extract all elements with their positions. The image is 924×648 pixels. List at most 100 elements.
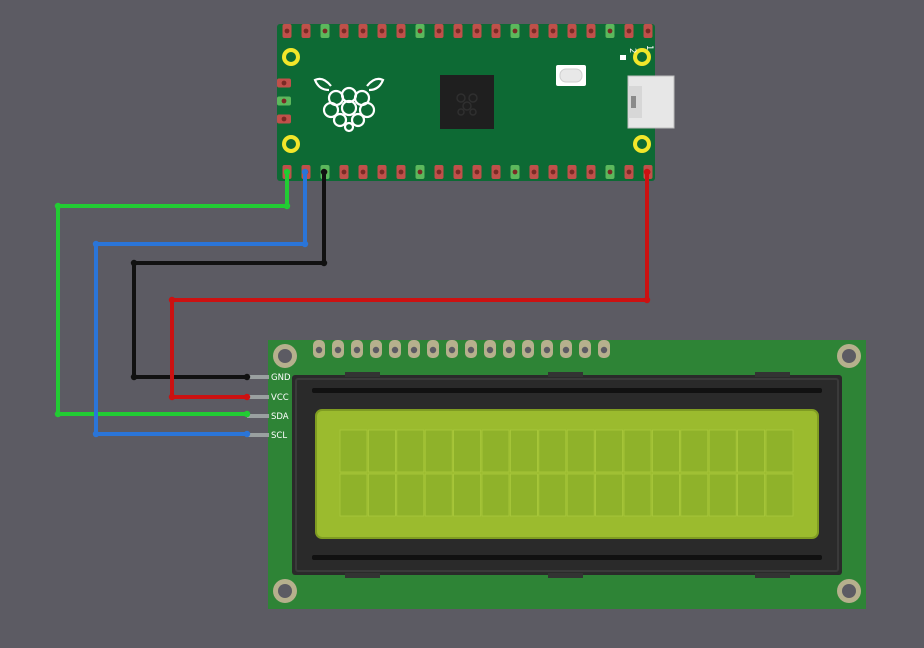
- pico-pin-pad[interactable]: [529, 24, 539, 38]
- lcd-character-cell: [680, 473, 709, 517]
- mount-hole-icon: [282, 135, 300, 153]
- pico-pin-pad[interactable]: [434, 165, 444, 179]
- mount-hole-icon: [633, 135, 651, 153]
- pico-pin-pad[interactable]: [377, 165, 387, 179]
- lcd-pin-gnd[interactable]: GND: [247, 373, 291, 383]
- pico-pin-pad[interactable]: [282, 24, 292, 38]
- lcd-character-cell: [481, 429, 510, 473]
- pico-pin-pad[interactable]: [472, 24, 482, 38]
- lcd-pin-vcc[interactable]: VCC: [247, 393, 289, 403]
- pico-pin-pad[interactable]: [358, 24, 368, 38]
- pico-pin-pad[interactable]: [643, 24, 653, 38]
- pico-debug-pin-row: [277, 78, 291, 124]
- pico-pin-pad[interactable]: [491, 165, 501, 179]
- bootsel-button-icon[interactable]: [556, 65, 586, 86]
- pico-pin-pad[interactable]: [548, 24, 558, 38]
- pico-silkscreen-2: 2: [627, 48, 637, 53]
- micro-usb-connector-icon[interactable]: [627, 75, 675, 129]
- lcd-character-cell: [538, 429, 567, 473]
- wire-layer: [54, 168, 651, 438]
- wire-joint-dot: [243, 410, 251, 418]
- pico-pin-pad[interactable]: [624, 165, 634, 179]
- wire-joint-dot: [283, 168, 291, 176]
- pico-debug-pad: [277, 96, 291, 106]
- lcd-character-cell: [566, 473, 595, 517]
- lcd-pin-scl[interactable]: SCL: [247, 431, 287, 441]
- lcd-character-cell: [680, 429, 709, 473]
- lcd-1602-i2c-module[interactable]: GND VCC SDA SCL: [247, 340, 866, 609]
- mount-hole-icon: [282, 48, 300, 66]
- pico-pin-pad[interactable]: [415, 24, 425, 38]
- mount-hole-icon: [837, 579, 861, 603]
- lcd-character-cell: [566, 429, 595, 473]
- pico-pin-pad[interactable]: [510, 24, 520, 38]
- lcd-character-grid: [339, 429, 794, 517]
- wire-joint-dot: [283, 202, 291, 210]
- pico-pin-pad[interactable]: [624, 24, 634, 38]
- lcd-character-cell: [708, 473, 737, 517]
- raspberry-pi-pico-board[interactable]: 2 1: [277, 24, 675, 181]
- pico-pin-pad[interactable]: [453, 165, 463, 179]
- lcd-character-cell: [737, 429, 765, 473]
- lcd-character-cell: [367, 473, 396, 517]
- pico-pin-pad[interactable]: [586, 24, 596, 38]
- pico-pin-pad[interactable]: [510, 165, 520, 179]
- lcd-character-cell: [339, 473, 368, 517]
- pico-pin-pad[interactable]: [472, 165, 482, 179]
- mount-hole-icon: [633, 48, 651, 66]
- wire-joint-dot: [168, 393, 176, 401]
- lcd-character-cell: [339, 429, 368, 473]
- wire-joint-dot: [130, 259, 138, 267]
- pico-pin-pad[interactable]: [605, 165, 615, 179]
- pico-pin-pad[interactable]: [567, 24, 577, 38]
- lcd-header-pad: [522, 340, 534, 358]
- wire-joint-dot: [130, 373, 138, 381]
- pico-pin-pad[interactable]: [320, 24, 330, 38]
- lcd-character-cell: [509, 429, 538, 473]
- pico-pin-pad[interactable]: [605, 24, 615, 38]
- mount-hole-icon: [837, 344, 861, 368]
- pico-pin-pad[interactable]: [301, 24, 311, 38]
- pico-pin-pad[interactable]: [415, 165, 425, 179]
- wire-joint-dot: [92, 240, 100, 248]
- lcd-character-cell: [396, 473, 425, 517]
- pico-debug-pad: [277, 114, 291, 124]
- pico-pin-pad[interactable]: [358, 165, 368, 179]
- lcd-character-cell: [367, 429, 396, 473]
- pico-pin-pad[interactable]: [491, 24, 501, 38]
- lcd-character-cell: [765, 473, 794, 517]
- lcd-pin-label-vcc: VCC: [271, 393, 289, 403]
- pico-pin-pad[interactable]: [586, 165, 596, 179]
- wire-joint-dot: [643, 296, 651, 304]
- lcd-character-cell: [623, 429, 652, 473]
- lcd-character-cell: [453, 473, 482, 517]
- pico-pin-pad[interactable]: [529, 165, 539, 179]
- lcd-character-cell: [595, 429, 623, 473]
- lcd-header-pad: [446, 340, 458, 358]
- wire-joint-dot: [54, 202, 62, 210]
- pico-pin-pad[interactable]: [396, 24, 406, 38]
- lcd-header-pad: [503, 340, 515, 358]
- pico-pin-pad[interactable]: [453, 24, 463, 38]
- wire-joint-dot: [643, 168, 651, 176]
- lcd-header-pad: [389, 340, 401, 358]
- lcd-character-cell: [453, 429, 482, 473]
- wire-joint-dot: [92, 430, 100, 438]
- lcd-header-pad: [579, 340, 591, 358]
- pico-pin-pad[interactable]: [396, 165, 406, 179]
- lcd-header-pad: [484, 340, 496, 358]
- wire-joint-dot: [243, 393, 251, 401]
- status-led-icon: [620, 55, 626, 60]
- pico-pin-pad[interactable]: [434, 24, 444, 38]
- pico-pin-pad[interactable]: [377, 24, 387, 38]
- lcd-header-pin-row: [313, 340, 610, 358]
- wire-joint-dot: [168, 296, 176, 304]
- lcd-header-pad: [370, 340, 382, 358]
- lcd-pin-sda[interactable]: SDA: [247, 412, 289, 422]
- wire-joint-dot: [320, 168, 328, 176]
- pico-pin-pad[interactable]: [339, 24, 349, 38]
- pico-pin-pad[interactable]: [567, 165, 577, 179]
- pico-pin-pad[interactable]: [548, 165, 558, 179]
- pico-pin-pad[interactable]: [339, 165, 349, 179]
- lcd-character-cell: [708, 429, 737, 473]
